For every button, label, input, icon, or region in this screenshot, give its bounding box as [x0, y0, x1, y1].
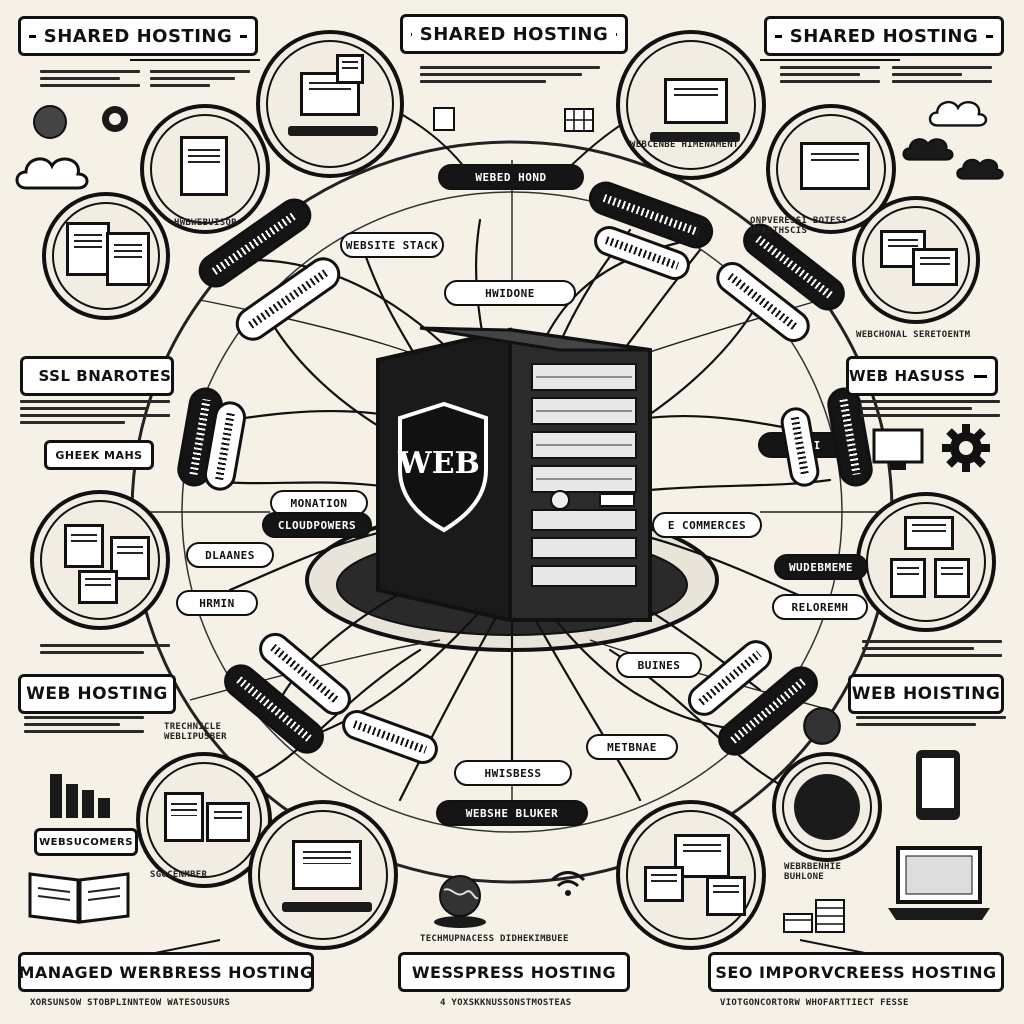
text-block — [40, 66, 140, 91]
dash-icon — [973, 374, 987, 378]
tag-hrmin: HRMIN — [176, 590, 258, 616]
dash-icon — [29, 34, 36, 38]
banner-top-middle: SHARED HOSTING — [400, 14, 628, 54]
banner-top-left: SHARED HOSTING — [18, 16, 258, 56]
medallion-pages-left — [42, 192, 170, 320]
text-block — [780, 62, 880, 87]
cloud-icon — [928, 100, 988, 127]
cloud-icon — [956, 158, 1004, 180]
caption-onpveressi: ONPVERESSI BOTESS UFADTHSCIS — [750, 216, 848, 236]
banner-bottom-left: MANAGED WERBRESS HOSTING — [18, 952, 314, 992]
caption-hwbwebuisor: HWBWEBUISOR — [174, 218, 237, 228]
tag-hwidone: HWIDONE — [444, 280, 576, 306]
caption-webchonal: WEBCHONAL SERETOENTM — [856, 330, 971, 340]
laptop-icon — [888, 846, 990, 920]
dash-icon — [240, 34, 247, 38]
banner-bottom-middle: WESSPRESS HOSTING — [398, 952, 630, 992]
medallion-docs-mid-left — [30, 490, 170, 630]
lock-icon — [102, 106, 128, 132]
caption-webcenbe: WEBCENBE HIMENAMENT — [630, 140, 739, 150]
medallion-desktop-bottom-left — [248, 800, 398, 950]
caption-bottom-right-foot: VIOTGONCORTORW WHOFARTTIECT FESSE — [720, 998, 909, 1008]
text-block — [40, 640, 170, 658]
caption-bottom-left-foot: XORSUNSOW STOBPLINNTEOW WATESOUSURS — [30, 998, 231, 1008]
text-block — [860, 396, 1000, 421]
tag-monation: MONATION — [270, 490, 368, 516]
text-block — [24, 712, 144, 737]
phone-icon — [916, 750, 960, 820]
tag-wudebmeme: WUDEBMEME — [774, 554, 868, 580]
server-tower-icon — [376, 326, 652, 623]
medallion-document-left — [140, 104, 270, 234]
banner-bottom-right: SEO IMPORVCREESS HOSTING — [708, 952, 1004, 992]
globe-small-icon — [803, 707, 841, 745]
dash-icon — [986, 34, 993, 38]
medallion-disc-bottom-right — [772, 752, 882, 862]
text-block — [20, 396, 170, 428]
cloud-icon — [15, 157, 89, 190]
wifi-icon — [550, 871, 586, 896]
tag-website-stack: WEBSITE STACK — [340, 232, 444, 258]
banner-ssl: SSL BNAROTES — [20, 356, 174, 396]
text-block — [150, 66, 250, 91]
tag-cloudpowers: CLOUDPOWERS — [262, 512, 372, 538]
dash-icon — [616, 32, 617, 36]
monitor-icon — [872, 428, 924, 470]
tag-reloremh: RELOREMH — [772, 594, 868, 620]
tag-e-commerces: E COMMERCES — [652, 512, 762, 538]
caption-bottom-mid-foot: 4 YOXSKKNUSSONSTMOSTEAS — [440, 998, 572, 1008]
banner-top-left-label: SHARED HOSTING — [43, 25, 233, 47]
text-block — [862, 636, 1002, 661]
tag-dlaanes: DLAANES — [186, 542, 274, 568]
cloud-icon — [902, 138, 954, 161]
medallion-desktop-top-right — [616, 30, 766, 180]
medallion-book-right — [766, 104, 896, 234]
tag-metbnae: METBNAE — [586, 734, 678, 760]
text-block — [420, 62, 600, 87]
caption-sgocenmber: SGOCENMBER — [150, 870, 208, 880]
medallion-monitors-right — [852, 196, 980, 324]
server-label: WEB — [398, 446, 480, 481]
tag-webed-hond: WEBED HOND — [438, 164, 584, 190]
text-block — [892, 62, 992, 87]
banner-top-right-label: SHARED HOSTING — [789, 25, 979, 47]
banner-websucomers: WEBSUCOMERS — [34, 828, 138, 856]
caption-trechnicle: TRECHNICLE WEBLIPUSBER — [164, 722, 227, 742]
coin-stack-icon — [783, 899, 845, 933]
dash-icon — [411, 32, 412, 36]
banner-web-hassuss: WEB HASUSS — [846, 356, 998, 396]
banner-web-hosting-left: WEB HOSTING — [18, 674, 176, 714]
text-block — [856, 712, 1006, 730]
bar-chart-icon — [50, 774, 110, 818]
document-small-icon — [433, 107, 455, 131]
dash-icon — [775, 34, 782, 38]
globe-icon — [434, 875, 486, 928]
tag-websbe-bluker: WEBSHE BLUKER — [436, 800, 588, 826]
gear-icon — [942, 424, 990, 472]
caption-techmuprocess: TECHMUPNACESS DIDHEKIMBUEE — [420, 934, 569, 944]
medallion-desktop-bottom-right — [616, 800, 766, 950]
globe-small-icon — [33, 105, 67, 139]
tag-buines: BUINES — [616, 652, 702, 678]
book-icon — [28, 872, 130, 924]
medallion-desktop-top-left — [256, 30, 404, 178]
banner-top-middle-label: SHARED HOSTING — [419, 23, 609, 45]
grid-icon — [564, 108, 594, 132]
banner-web-hosting-right: WEB HOISTING — [848, 674, 1004, 714]
medallion-devices-mid-right — [856, 492, 996, 632]
caption-webrbenhie: WEBRBENHIE BUHLONE — [784, 862, 842, 882]
banner-top-right: SHARED HOSTING — [764, 16, 1004, 56]
tag-hwisbess: HWISBESS — [454, 760, 572, 786]
banner-gheek-mahs: GHEEK MAHS — [44, 440, 154, 470]
